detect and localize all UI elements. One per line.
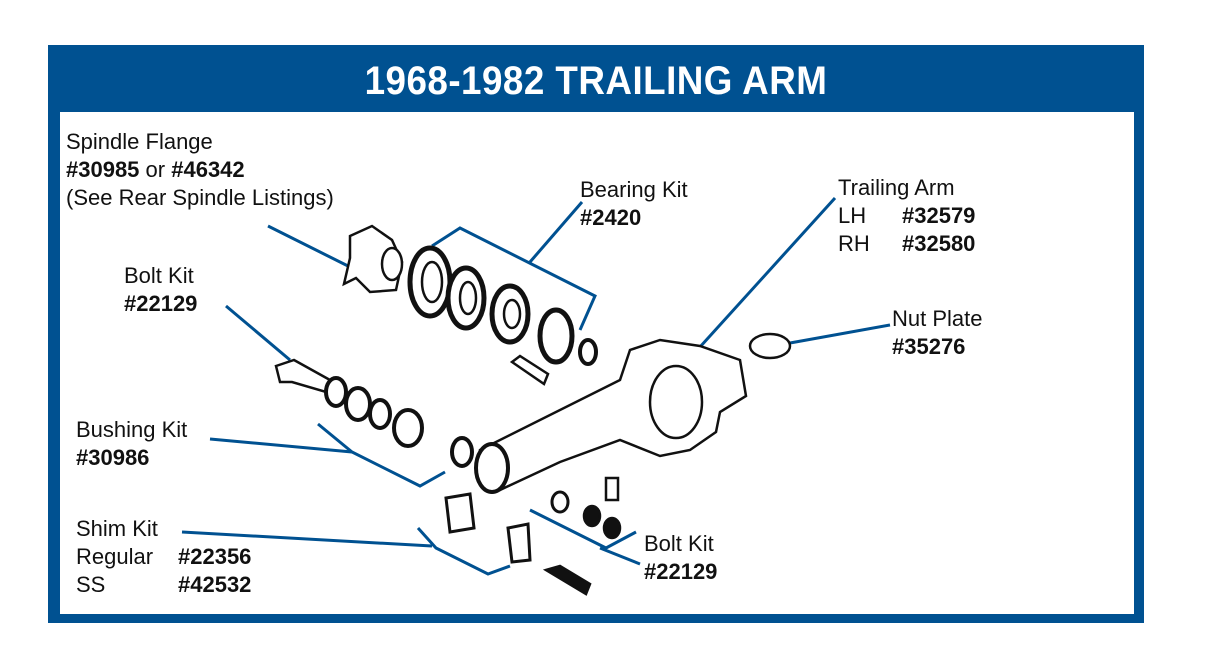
label-spindle-flange: Spindle Flange #30985 or #46342 (See Rea… bbox=[66, 128, 334, 212]
leader-bolt-kit-top bbox=[225, 304, 291, 362]
label-trailing-arm: Trailing Arm LH #32579 RH #32580 bbox=[838, 174, 1038, 258]
arm-bolt-part bbox=[509, 354, 550, 386]
leader-bearing-kit bbox=[431, 226, 597, 331]
bolt-top-part bbox=[274, 358, 332, 394]
leader-trailing-arm bbox=[688, 196, 837, 360]
spindle-flange-part-a: #30985 bbox=[66, 157, 140, 182]
bushing-kit-name: Bushing Kit bbox=[76, 417, 188, 442]
label-bolt-kit-top: Bolt Kit #22129 bbox=[124, 262, 197, 318]
trailing-arm-bushing bbox=[474, 442, 510, 494]
trailing-arm-lh-part: #32579 bbox=[902, 203, 976, 228]
label-bolt-kit-bottom: Bolt Kit #22129 bbox=[644, 530, 717, 586]
bearing-kit-part: #2420 bbox=[580, 205, 642, 230]
label-bushing-kit: Bushing Kit #30986 bbox=[76, 416, 187, 472]
trailing-arm-lh: LH bbox=[838, 203, 867, 228]
shim-2 bbox=[506, 522, 532, 564]
washer-top-1 bbox=[324, 376, 348, 408]
nut-bottom-2 bbox=[602, 516, 622, 540]
bolt-kit-bottom-name: Bolt Kit bbox=[644, 531, 714, 556]
shim-kit-name: Shim Kit bbox=[76, 516, 158, 541]
bolt-kit-top-part: #22129 bbox=[124, 291, 198, 316]
bolt-bottom-part bbox=[542, 564, 592, 596]
shim-kit-ss: SS bbox=[76, 572, 106, 597]
shim-1 bbox=[444, 492, 476, 534]
washer-top-3 bbox=[368, 398, 392, 430]
nut-plate-name: Nut Plate bbox=[892, 306, 983, 331]
nut-plate-part bbox=[748, 332, 792, 360]
bearing-5 bbox=[578, 338, 598, 366]
label-shim-kit: Shim Kit Regular #22356 SS #42532 bbox=[76, 515, 276, 599]
bushing-2 bbox=[450, 436, 474, 468]
trailing-arm-name: Trailing Arm bbox=[838, 175, 955, 200]
trailing-arm-rh-part: #32580 bbox=[902, 231, 976, 256]
leader-bushing-kit bbox=[209, 437, 353, 454]
bolt-kit-top-name: Bolt Kit bbox=[124, 263, 194, 288]
trailing-arm-rh: RH bbox=[838, 231, 870, 256]
bracket-shim-kit bbox=[416, 526, 511, 576]
bolt-kit-bottom-part: #22129 bbox=[644, 559, 718, 584]
leader-shim-kit bbox=[181, 530, 433, 548]
bushing-kit-part: #30986 bbox=[76, 445, 150, 470]
shim-kit-regular: Regular bbox=[76, 544, 154, 569]
washer-bottom bbox=[550, 490, 570, 514]
spindle-flange-hub bbox=[380, 246, 404, 282]
leader-bolt-kit-bottom bbox=[599, 546, 641, 566]
spindle-flange-or: or bbox=[145, 157, 166, 182]
spindle-flange-note: (See Rear Spindle Listings) bbox=[66, 185, 334, 210]
shim-kit-ss-part: #42532 bbox=[178, 572, 252, 597]
label-nut-plate: Nut Plate #35276 bbox=[892, 305, 983, 361]
label-bearing-kit: Bearing Kit #2420 bbox=[580, 176, 688, 232]
page-title: 1968-1982 TRAILING ARM bbox=[364, 59, 828, 103]
shim-kit-regular-part: #22356 bbox=[178, 544, 252, 569]
washer-top-2 bbox=[344, 386, 372, 422]
diagram-panel bbox=[60, 112, 1134, 614]
nut-plate-part: #35276 bbox=[892, 334, 966, 359]
bearing-4 bbox=[537, 307, 575, 365]
nut-bottom-1 bbox=[582, 504, 602, 528]
clip-bottom bbox=[604, 476, 620, 502]
bracket-bushing-kit bbox=[317, 422, 446, 488]
bearing-kit-name: Bearing Kit bbox=[580, 177, 688, 202]
leader-spindle-flange bbox=[267, 224, 353, 270]
leader-bearing-kit-stem bbox=[528, 201, 584, 263]
bushing-1 bbox=[392, 408, 424, 448]
spindle-flange-name: Spindle Flange bbox=[66, 129, 213, 154]
leader-nut-plate bbox=[789, 323, 891, 345]
spindle-flange-part-b: #46342 bbox=[171, 157, 245, 182]
bracket-bolt-kit-bottom bbox=[529, 508, 637, 550]
